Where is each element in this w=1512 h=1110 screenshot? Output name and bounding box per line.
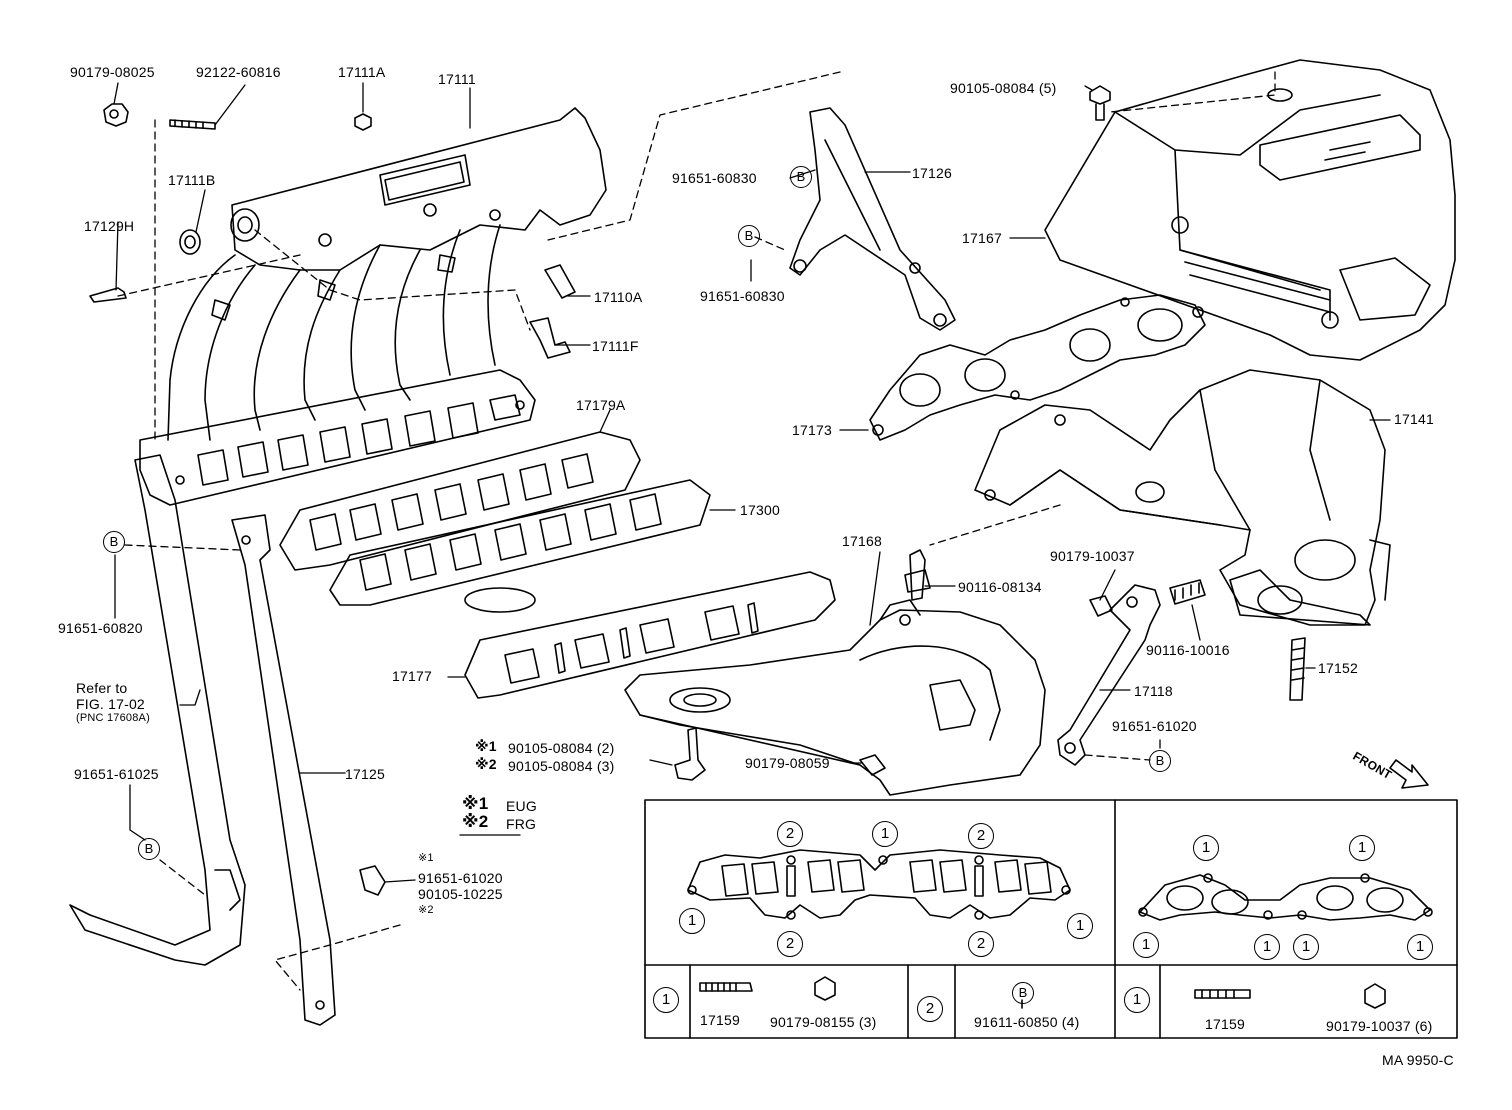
table-17159-right: 17159 <box>1205 1016 1245 1032</box>
stay-17118 <box>1057 584 1161 766</box>
callout-1-r-mid-right: 1 <box>1293 934 1319 960</box>
label-note2-mark: ※2 <box>475 756 497 772</box>
label-bolt-mark1: ※1 <box>418 852 434 864</box>
label-91651-61020-right: 91651-61020 <box>1112 718 1197 734</box>
label-90179-08059: 90179-08059 <box>745 755 830 771</box>
label-bolt-mark2: ※2 <box>418 904 434 916</box>
label-90179-10037: 90179-10037 <box>1050 548 1135 564</box>
label-17179A: 17179A <box>576 397 626 413</box>
heat-insulator-17167 <box>1044 59 1456 361</box>
stay-bracket-17126 <box>789 107 956 331</box>
label-17111: 17111 <box>438 71 476 87</box>
label-17167: 17167 <box>962 230 1002 246</box>
callout-2-top-right: 2 <box>968 823 994 849</box>
label-17152: 17152 <box>1318 660 1358 676</box>
label-17129H: 17129H <box>84 218 135 234</box>
callout-1-r-top-right: 1 <box>1349 835 1375 861</box>
intake-gaskets <box>279 431 711 613</box>
label-legend2-mark: ※2 <box>462 812 489 831</box>
label-92122-60816: 92122-60816 <box>196 64 281 80</box>
table-17159-left: 17159 <box>700 1012 740 1028</box>
label-17173: 17173 <box>792 422 832 438</box>
callout-2-top-left: 2 <box>777 821 803 847</box>
label-bolt-91651-61020: 91651-61020 <box>418 870 503 886</box>
heat-insulator-17168 <box>624 599 1046 796</box>
stays-lower-left <box>69 454 336 1026</box>
label-bolt-90105-10225: 90105-10225 <box>418 886 503 902</box>
label-90179-08025: 90179-08025 <box>70 64 155 80</box>
exhaust-gasket-17173 <box>869 294 1206 441</box>
callout-1-r-right: 1 <box>1407 934 1433 960</box>
table-b-marker: B <box>1012 982 1034 1004</box>
label-legend1-mark: ※1 <box>462 794 489 813</box>
label-91651-60820: 91651-60820 <box>58 620 143 636</box>
label-17111A: 17111A <box>338 64 386 80</box>
dashed-leaders <box>117 71 1276 991</box>
label-note1-mark: ※1 <box>475 738 497 754</box>
label-refer-to: Refer to <box>76 680 128 696</box>
callout-2-bottom-right: 2 <box>968 931 994 957</box>
table-row-key-1-right: 1 <box>1124 987 1150 1013</box>
gasket-17177 <box>464 571 836 699</box>
b-marker-5: B <box>138 838 160 860</box>
label-17126: 17126 <box>912 165 952 181</box>
label-17110A: 17110A <box>594 289 643 305</box>
label-17111F: 17111F <box>592 338 639 354</box>
callout-1-r-mid-left: 1 <box>1254 934 1280 960</box>
leader-lines <box>113 82 1391 883</box>
label-17141: 17141 <box>1394 411 1434 427</box>
b-marker-4: B <box>1149 750 1171 772</box>
label-91651-60830-bottom: 91651-60830 <box>700 288 785 304</box>
callout-1-right: 1 <box>1067 913 1093 939</box>
intake-manifold-drawing <box>139 107 607 506</box>
label-90105-08084-5: 90105-08084 (5) <box>950 80 1057 96</box>
callout-2-bottom-left: 2 <box>777 931 803 957</box>
label-17111B: 17111B <box>168 172 216 188</box>
label-91651-61025: 91651-61025 <box>74 766 159 782</box>
label-legend2-text: FRG <box>506 816 537 832</box>
exhaust-manifold-17141 <box>974 369 1391 626</box>
label-note2-value: 90105-08084 (3) <box>508 758 615 774</box>
label-91651-60830-top: 91651-60830 <box>672 170 757 186</box>
label-legend1-text: EUG <box>506 798 537 814</box>
front-arrow-icon <box>1389 759 1429 789</box>
callout-1-top-mid: 1 <box>872 821 898 847</box>
label-17177: 17177 <box>392 668 432 684</box>
table-gasket-right <box>1138 873 1433 921</box>
callout-1-left: 1 <box>679 908 705 934</box>
small-parts-center <box>359 549 1306 896</box>
table-parts <box>699 976 1386 1009</box>
label-17118: 17118 <box>1134 683 1173 699</box>
table-row-key-2: 2 <box>917 996 943 1022</box>
document-id: MA 9950-C <box>1382 1052 1454 1068</box>
table-91611-60850: 91611-60850 (4) <box>974 1014 1080 1030</box>
b-marker-2: B <box>738 225 760 247</box>
table-90179-08155: 90179-08155 (3) <box>770 1014 877 1030</box>
small-parts-topleft <box>89 85 1111 359</box>
b-marker-1: B <box>790 166 812 188</box>
table-frame <box>644 799 1458 1039</box>
b-marker-3: B <box>103 531 125 553</box>
label-fig-ref: FIG. 17-02 <box>76 696 145 712</box>
label-90116-08134: 90116-08134 <box>958 579 1042 595</box>
label-17300: 17300 <box>740 502 780 518</box>
label-90116-10016: 90116-10016 <box>1146 642 1230 658</box>
table-row-key-1-left: 1 <box>653 987 679 1013</box>
label-17125: 17125 <box>345 766 385 782</box>
callout-1-r-left: 1 <box>1133 932 1159 958</box>
table-90179-10037: 90179-10037 (6) <box>1326 1018 1433 1034</box>
table-gasket-left <box>687 849 1071 920</box>
callout-1-r-top-left: 1 <box>1193 835 1219 861</box>
label-17168: 17168 <box>842 533 882 549</box>
label-pnc-ref: (PNC 17608A) <box>76 712 150 724</box>
label-note1-value: 90105-08084 (2) <box>508 740 615 756</box>
